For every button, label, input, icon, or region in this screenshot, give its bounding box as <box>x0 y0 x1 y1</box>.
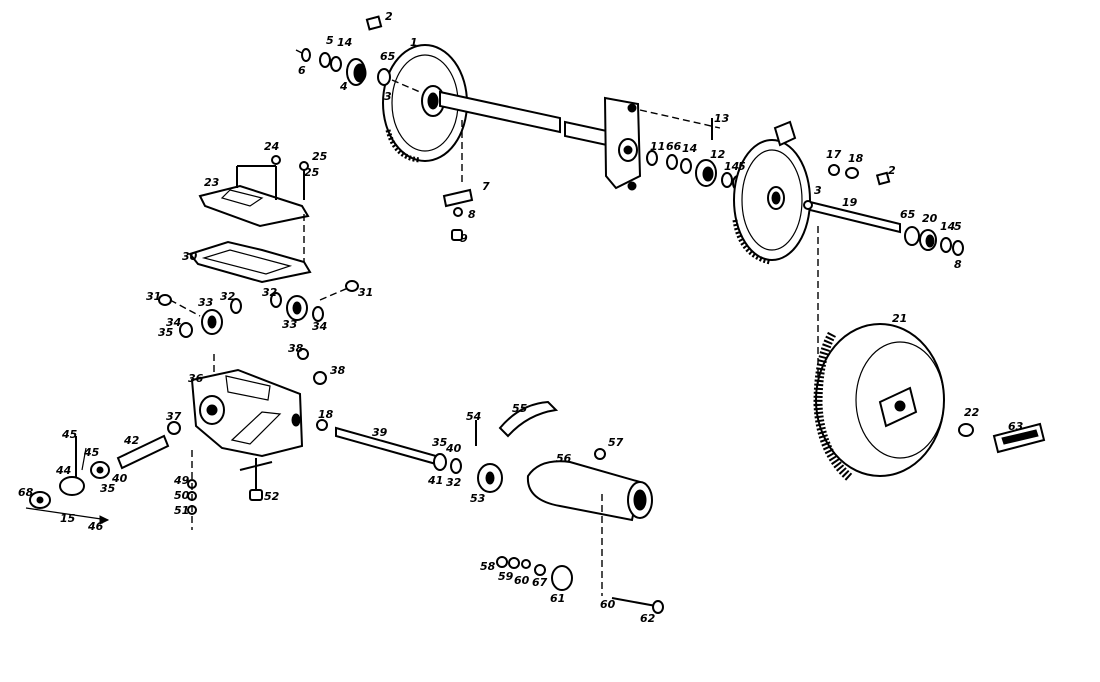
right-hub-stack <box>803 164 964 256</box>
cover-plate-upper <box>198 155 310 228</box>
callout-12: 12 <box>710 148 726 161</box>
callout-33: 33 <box>282 318 298 331</box>
callout-60: 60 <box>600 598 616 611</box>
callout-labels: 1 2 5 14 6 4 65 3 7 8 9 13 11 66 14 12 1… <box>18 10 1024 625</box>
roller-hardware <box>496 556 664 614</box>
callout-3: 3 <box>814 184 822 197</box>
callout-19: 19 <box>842 196 858 209</box>
callout-18: 18 <box>318 408 334 421</box>
callout-34: 34 <box>312 320 327 333</box>
callout-32: 32 <box>220 290 236 303</box>
callout-61: 61 <box>550 592 565 605</box>
callout-67: 67 <box>532 576 548 589</box>
callout-14: 14 <box>337 36 352 49</box>
callout-5: 5 <box>954 220 962 233</box>
callout-41: 41 <box>427 474 443 487</box>
callout-24: 24 <box>264 140 279 153</box>
callout-54: 54 <box>466 410 481 423</box>
callout-8: 8 <box>954 258 962 271</box>
callout-39: 39 <box>372 426 388 439</box>
callout-42: 42 <box>123 434 140 447</box>
callout-25: 25 <box>312 150 328 163</box>
callout-63: 63 <box>1008 420 1024 433</box>
callout-36: 36 <box>188 372 204 385</box>
lower-drive-shaft <box>335 400 559 493</box>
callout-58: 58 <box>480 560 496 573</box>
callout-68: 68 <box>18 486 34 499</box>
upper-gear-set <box>158 280 359 338</box>
callout-35: 35 <box>100 482 116 495</box>
callout-55: 55 <box>512 402 528 415</box>
callout-50: 50 <box>174 489 190 502</box>
callout-3: 3 <box>384 90 392 103</box>
callout-2: 2 <box>385 10 393 23</box>
callout-22: 22 <box>964 406 980 419</box>
callout-35: 35 <box>432 436 448 449</box>
gearbox-housing <box>190 354 304 458</box>
callout-40: 40 <box>445 442 462 455</box>
callout-49: 49 <box>173 474 190 487</box>
left-hub-stack <box>295 15 421 93</box>
right-drive-gear-wheel <box>732 120 811 265</box>
callout-65: 65 <box>380 50 396 63</box>
callout-46: 46 <box>87 520 104 533</box>
callout-20: 20 <box>922 212 938 225</box>
callout-6: 6 <box>298 64 306 77</box>
callout-30: 30 <box>182 250 198 263</box>
axle-shaft <box>439 90 631 152</box>
road-wheel <box>813 226 1046 482</box>
callout-56: 56 <box>556 452 572 465</box>
callout-1: 1 <box>410 36 418 49</box>
callout-13: 13 <box>714 112 730 125</box>
callout-51: 51 <box>174 504 189 517</box>
callout-14: 14 <box>724 160 739 173</box>
callout-52: 52 <box>264 490 280 503</box>
callout-65: 65 <box>900 208 916 221</box>
callout-18: 18 <box>848 152 864 165</box>
callout-7: 7 <box>482 180 490 193</box>
callout-4: 4 <box>339 80 348 93</box>
callout-33: 33 <box>198 296 214 309</box>
callout-53: 53 <box>470 492 486 505</box>
callout-59: 59 <box>498 570 514 583</box>
callout-32: 32 <box>446 476 462 489</box>
callout-21: 21 <box>892 312 907 325</box>
callout-38: 38 <box>330 364 346 377</box>
callout-57: 57 <box>608 436 624 449</box>
housing-hardware <box>167 348 328 501</box>
lever-link <box>442 120 474 241</box>
callout-9: 9 <box>460 232 468 245</box>
callout-17: 17 <box>826 148 842 161</box>
pivot-bracket <box>603 96 721 191</box>
callout-15: 15 <box>60 512 76 525</box>
callout-31: 31 <box>146 290 161 303</box>
callout-14: 14 <box>940 220 955 233</box>
callout-23: 23 <box>204 176 220 189</box>
callout-37: 37 <box>166 410 182 423</box>
callout-2: 2 <box>888 164 896 177</box>
callout-66: 66 <box>666 140 682 153</box>
callout-14: 14 <box>682 142 697 155</box>
gasket-plate <box>188 214 312 284</box>
callout-40: 40 <box>111 472 128 485</box>
callout-62: 62 <box>640 612 656 625</box>
callout-34: 34 <box>166 316 181 329</box>
callout-5: 5 <box>738 160 746 173</box>
callout-60: 60 <box>514 574 530 587</box>
callout-45: 45 <box>61 428 78 441</box>
callout-11: 11 <box>650 140 665 153</box>
callout-31: 31 <box>358 286 373 299</box>
left-shaft-parts <box>25 434 197 530</box>
callout-44: 44 <box>55 464 71 477</box>
callout-35: 35 <box>158 326 174 339</box>
callout-38: 38 <box>288 342 304 355</box>
callout-25: 25 <box>304 166 320 179</box>
callout-32: 32 <box>262 286 278 299</box>
roller-tube <box>526 448 653 596</box>
callout-5: 5 <box>326 34 334 47</box>
callout-45: 45 <box>83 446 100 459</box>
callout-8: 8 <box>468 208 476 221</box>
